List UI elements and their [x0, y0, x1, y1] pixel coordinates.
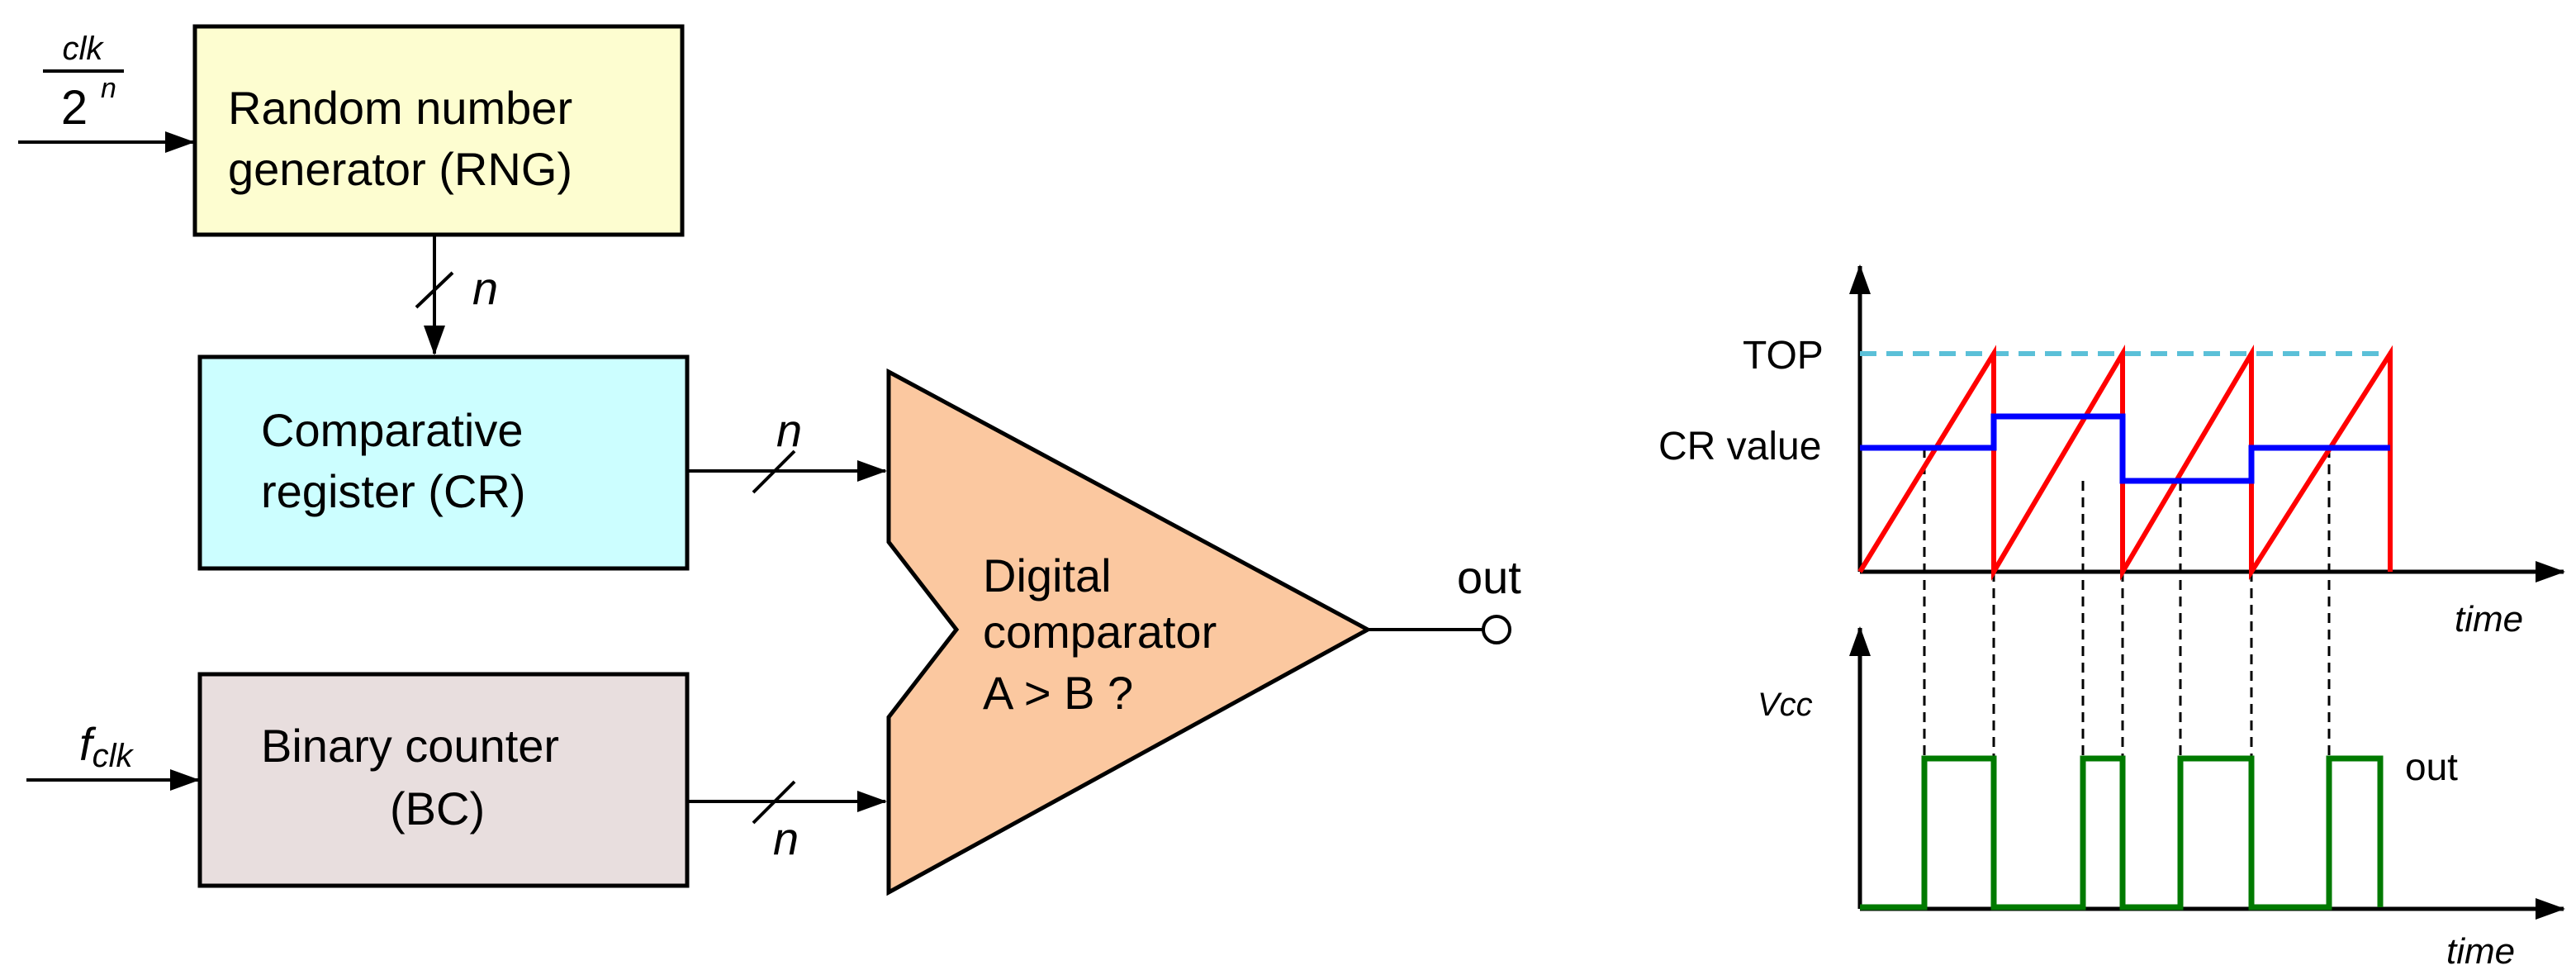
bc-box	[197, 672, 690, 888]
bus-slash	[415, 271, 454, 309]
clk-div-exponent: n	[101, 73, 116, 104]
fclk-input: fclk	[26, 718, 200, 791]
cr-value-label: CR value	[1658, 425, 1821, 468]
bottom-plot-time-label: time	[2446, 931, 2515, 970]
output-label: out	[1457, 551, 1521, 603]
cr-block: Comparative register (CR)	[197, 354, 690, 571]
rng-label-line2: generator (RNG)	[228, 143, 572, 195]
cr-box	[197, 354, 690, 571]
clk-div-denominator: 2	[61, 81, 88, 135]
output-pwm-waveform	[1860, 755, 2384, 911]
timing-diagram: time TOP CR value time Vcc out	[1658, 264, 2565, 970]
rng-block: Random number generator (RNG)	[192, 24, 685, 237]
bc-block: Binary counter (BC)	[197, 672, 690, 888]
output-terminal	[1482, 615, 1511, 644]
bus-slash	[752, 780, 796, 825]
bc-to-comparator-bus: n	[687, 780, 887, 864]
bus-width-label: n	[472, 262, 498, 314]
fclk-label: fclk	[79, 718, 134, 774]
clk-div-numerator: clk	[63, 31, 105, 67]
top-label: TOP	[1743, 334, 1824, 378]
bc-label-line1: Binary counter	[261, 720, 559, 772]
rng-to-cr-bus: n	[415, 235, 498, 355]
top-plot-time-label: time	[2455, 599, 2523, 640]
bus-width-label: n	[776, 404, 802, 456]
cr-to-comparator-bus: n	[687, 404, 887, 494]
cr-label-line1: Comparative	[261, 404, 523, 456]
clk-divided-input: clk 2 n	[18, 31, 195, 153]
bus-slash	[752, 449, 796, 494]
digital-comparator: Digital comparator A > B ?	[886, 368, 1373, 896]
rng-label-line1: Random number	[228, 82, 572, 134]
fclk-subscript: clk	[93, 738, 135, 774]
comparator-label-line2: comparator	[983, 606, 1217, 658]
vcc-label: Vcc	[1758, 687, 1813, 723]
bc-label-line2: (BC)	[390, 782, 485, 834]
cr-label-line2: register (CR)	[261, 465, 525, 517]
rng-box	[192, 24, 685, 237]
transition-guides	[1923, 448, 2331, 758]
comparator-output: out	[1368, 551, 1521, 644]
comparator-label-line1: Digital	[983, 549, 1112, 601]
waveform-out-label: out	[2405, 745, 2458, 788]
cr-value-staircase	[1860, 413, 2390, 484]
bus-width-label: n	[773, 812, 799, 864]
comparator-label-line3: A > B ?	[983, 667, 1133, 719]
